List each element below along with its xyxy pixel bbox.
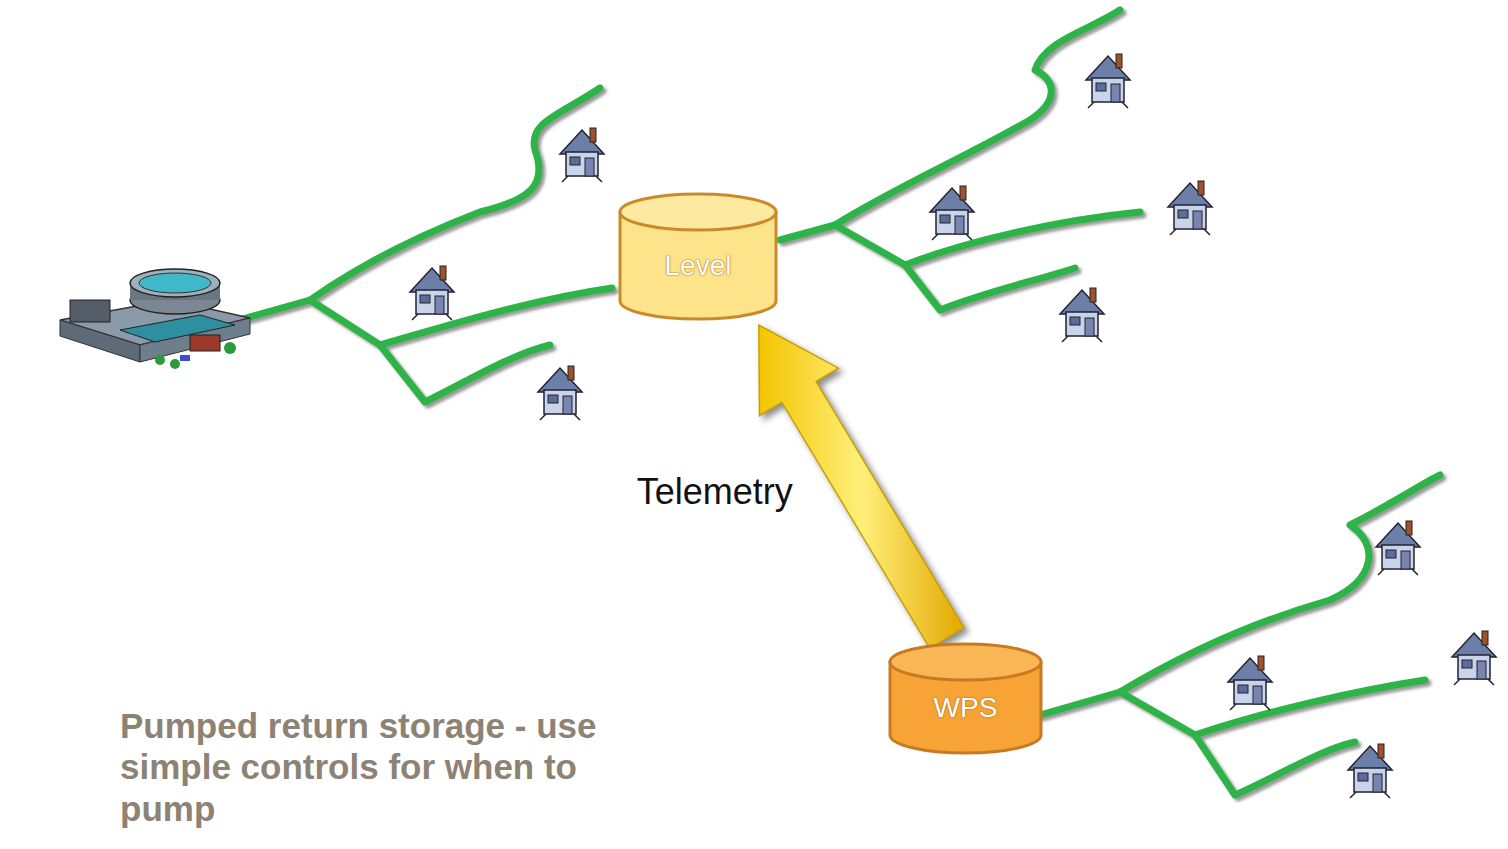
pumping-station: WPS xyxy=(888,643,1043,755)
slide-note: Pumped return storage - use simple contr… xyxy=(120,705,680,829)
house-icons xyxy=(410,54,1496,798)
storage-tank: Level xyxy=(618,193,778,321)
treatment-plant xyxy=(60,269,250,369)
node-label: WPS xyxy=(934,674,998,724)
pipe-network xyxy=(232,10,1440,795)
edge-label: Telemetry xyxy=(637,471,793,513)
node-label: Level xyxy=(665,232,732,282)
